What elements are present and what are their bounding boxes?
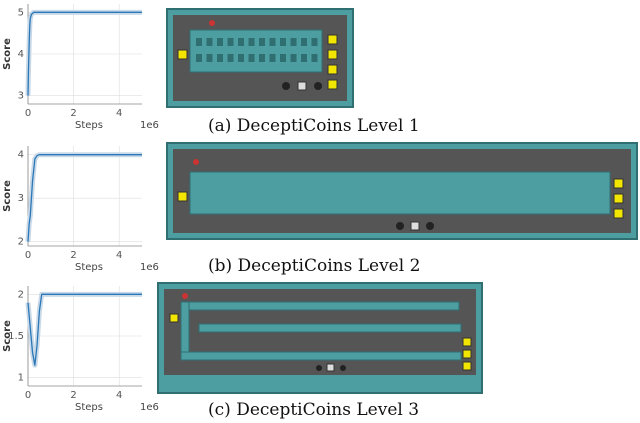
x-axis-scale-label: 1e6 (140, 402, 159, 413)
spike-tile (301, 54, 307, 62)
spike-tile (248, 38, 255, 46)
level-1-map-drawing (168, 10, 352, 106)
x-tick-label: 4 (116, 108, 122, 119)
level-1-map (166, 8, 354, 108)
spike-tile (238, 54, 244, 62)
x-axis-scale-label: 1e6 (140, 120, 159, 131)
spike-tile (290, 54, 297, 62)
x-tick-label: 2 (70, 108, 76, 119)
y-tick-label: 4 (18, 49, 24, 60)
spike-tile (259, 54, 265, 62)
y-tick-label: 5 (18, 7, 24, 18)
caption-level-1: (a) DeceptiCoins Level 1 (208, 116, 420, 136)
coin-icons (169, 313, 472, 371)
y-tick-label: 1 (18, 373, 24, 384)
level-3-map-drawing (159, 284, 481, 392)
x-tick-label: 0 (25, 250, 31, 261)
y-tick-label: 4 (18, 150, 24, 161)
x-axis-scale-label: 1e6 (140, 262, 159, 273)
series-variance-band (25, 291, 142, 368)
spike-tile (311, 54, 318, 62)
x-axis-label: Steps (75, 262, 103, 273)
level-3-map (157, 282, 483, 394)
x-tick-label: 4 (116, 250, 122, 261)
spike-tile (248, 54, 255, 62)
spike-tile (196, 54, 202, 62)
spike-tile (217, 38, 223, 46)
spike-tile (217, 54, 223, 62)
caption-level-3: (c) DeceptiCoins Level 3 (208, 400, 420, 420)
spike-tile (227, 38, 234, 46)
spike-tile (206, 38, 213, 46)
spike-tile (280, 54, 286, 62)
x-axis-label: Steps (75, 120, 103, 131)
spike-tile (280, 38, 286, 46)
x-tick-label: 4 (116, 390, 122, 401)
spike-tile (196, 38, 202, 46)
spike-tile (311, 38, 318, 46)
x-tick-label: 0 (25, 390, 31, 401)
level-2-map (166, 142, 638, 240)
spike-tile (290, 38, 297, 46)
caption-level-2: (b) DeceptiCoins Level 2 (208, 256, 421, 276)
level-2-map-drawing (168, 144, 636, 238)
series-line (27, 11, 142, 96)
y-tick-label: 3 (18, 193, 24, 204)
x-axis-label: Steps (75, 402, 103, 413)
spike-tile (269, 54, 276, 62)
y-axis-label: Score (2, 180, 13, 212)
spike-tile (206, 54, 213, 62)
x-tick-label: 0 (25, 108, 31, 119)
x-tick-label: 2 (70, 250, 76, 261)
spike-tile (238, 38, 244, 46)
y-tick-label: 2 (18, 237, 24, 248)
spike-tile (269, 38, 276, 46)
spike-tile (259, 38, 265, 46)
y-tick-label: 3 (18, 91, 24, 102)
y-tick-label: 2 (18, 289, 24, 300)
y-axis-label: Score (2, 38, 13, 70)
series-line (27, 154, 142, 242)
spike-tile (301, 38, 307, 46)
spike-tile (227, 54, 234, 62)
coin-icons (177, 34, 338, 90)
x-tick-label: 2 (70, 390, 76, 401)
series-line (27, 293, 142, 366)
y-axis-label: Score (2, 320, 13, 352)
coin-icons (177, 178, 624, 219)
y-tick-label: 1.5 (8, 331, 24, 342)
